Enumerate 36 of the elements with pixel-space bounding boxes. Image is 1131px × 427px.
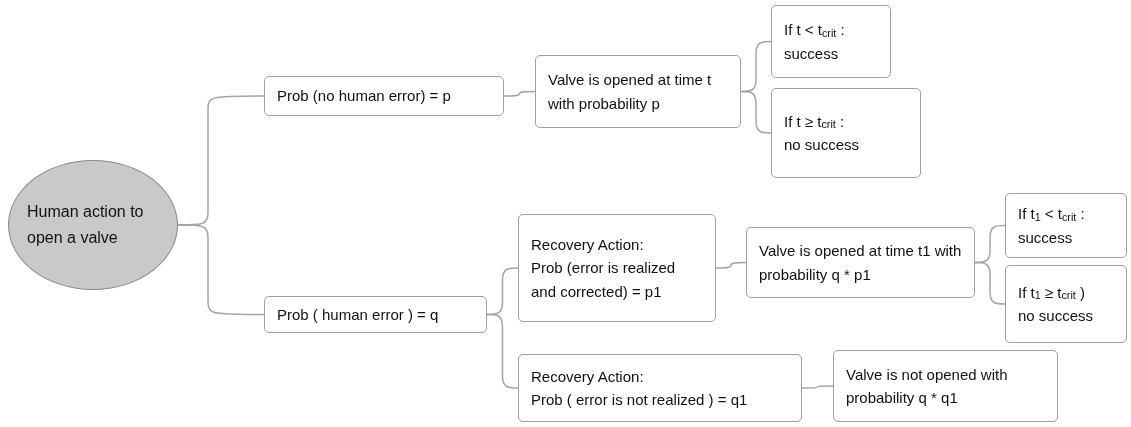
node-text: If t < t$_{crit}$ : (784, 20, 846, 41)
connector-line (801, 385, 834, 389)
node-text: no success (784, 135, 861, 155)
node-text: Recovery Action: (531, 366, 645, 387)
node-text: Prob (error is realized and corrected) = p1 (531, 258, 677, 302)
node-text: Recovery Action: (531, 235, 645, 256)
outcome-box (264, 296, 487, 333)
connector-line (715, 261, 747, 269)
node-text: If t ≥ t$_{crit}$ : (784, 111, 846, 133)
node-text: no success (1018, 306, 1095, 326)
outcome-box (771, 5, 891, 78)
connector-line (486, 313, 519, 389)
node-text: Human action to open a valve (27, 202, 145, 248)
node-text: If t$_{1}$ < t$_{crit}$ : (1018, 204, 1086, 225)
outcome-box (264, 76, 504, 116)
connector-line (974, 261, 1006, 305)
node-text: success (784, 43, 840, 64)
outcome-box (833, 350, 1058, 422)
outcome-box (535, 55, 741, 128)
outcome-box (1005, 265, 1127, 343)
node-text: Prob ( human error ) = q (277, 304, 440, 325)
connector-line (177, 224, 265, 316)
node-text: Valve is opened at time t1 with probability q * p1 (759, 241, 962, 285)
node-text: Prob ( error is not realized ) = q1 (531, 390, 749, 410)
node-text: success (1018, 227, 1074, 248)
outcome-box (518, 214, 716, 322)
node-text: Valve is not opened with probability q * q1 (846, 364, 1009, 408)
node-text: If t$_{1}$ ≥ t$_{crit}$ ) (1018, 282, 1086, 304)
outcome-box (771, 88, 921, 178)
node-text: Prob (no human error) = p (277, 86, 452, 107)
outcome-box (746, 227, 975, 298)
outcome-box (518, 354, 802, 422)
node-text: Valve is opened at time t with probability p (548, 70, 713, 114)
connector-line (503, 90, 536, 97)
outcome-box (1005, 193, 1127, 258)
connector-line (740, 90, 772, 134)
